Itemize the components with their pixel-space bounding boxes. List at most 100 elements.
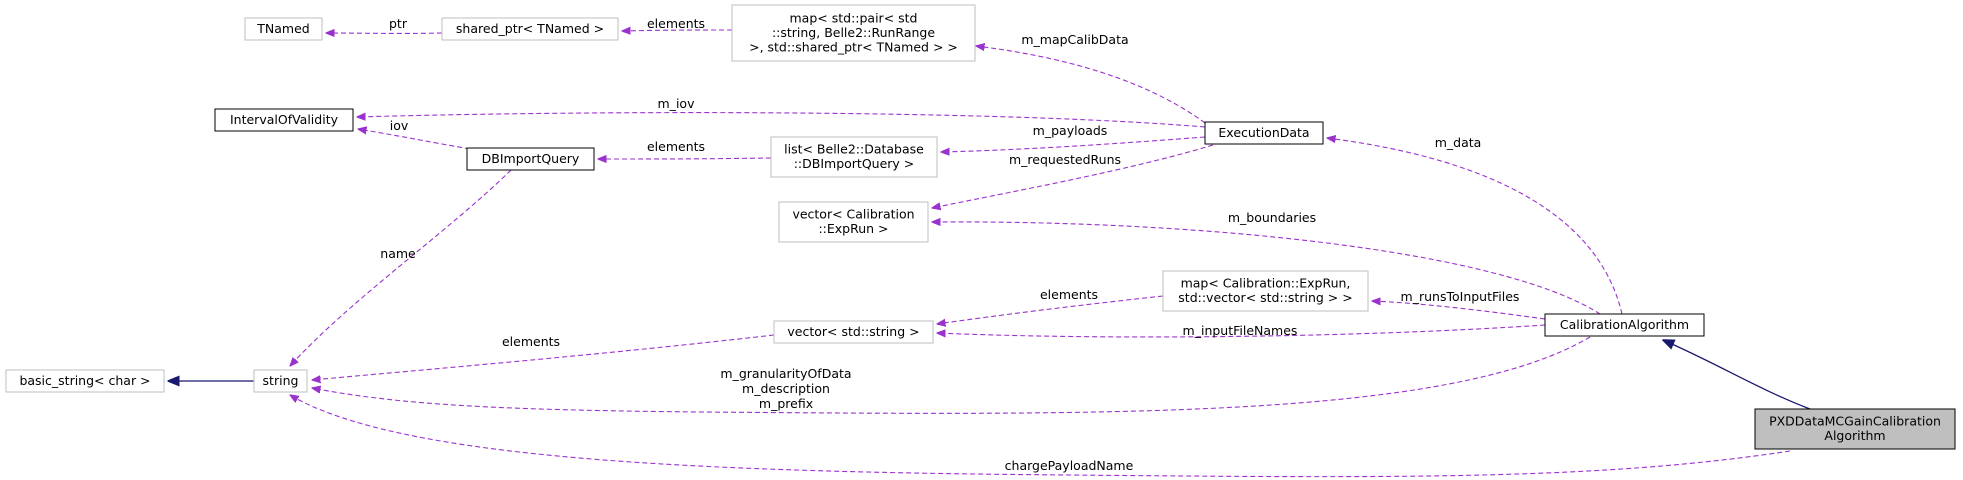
usage-arrow — [290, 395, 1791, 478]
edge-label: elements — [647, 16, 705, 31]
usage-arrow — [932, 222, 1601, 315]
node-label: map< std::pair< std — [790, 10, 918, 25]
inheritance-arrow — [1663, 340, 1811, 410]
node-label: ::string, Belle2::RunRange — [772, 25, 935, 40]
edge-label: m_mapCalibData — [1021, 32, 1128, 47]
usage-arrow — [312, 334, 775, 380]
node-label: ExecutionData — [1218, 125, 1309, 140]
node-iov[interactable]: IntervalOfValidity — [214, 108, 354, 132]
node-label: vector< Calibration — [792, 207, 914, 222]
edge-label: m_boundaries — [1228, 210, 1316, 225]
node-label: shared_ptr< TNamed > — [456, 21, 604, 36]
edge-pxd-to-calibalg — [1663, 340, 1811, 410]
edge-calibalg-to-map_runs: m_runsToInputFiles — [1372, 289, 1546, 320]
edge-label: m_iov — [658, 96, 696, 111]
usage-arrow — [312, 336, 1591, 414]
node-box — [5, 369, 165, 393]
edge-label: elements — [502, 334, 560, 349]
edge-execdata-to-map_calib: m_mapCalibData — [976, 32, 1206, 124]
node-label: Algorithm — [1824, 428, 1885, 443]
node-box — [773, 320, 934, 344]
edge-calibalg-to-execdata: m_data — [1327, 135, 1623, 315]
edge-calibalg-to-vec_string: m_inputFileNames — [937, 323, 1546, 338]
node-map_runs[interactable]: map< Calibration::ExpRun, std::vector< s… — [1162, 270, 1369, 312]
node-box — [214, 108, 354, 132]
edge-label: m_runsToInputFiles — [1401, 289, 1520, 304]
edge-label: m_inputFileNames — [1183, 323, 1298, 338]
node-label: std::vector< std::string > > — [1178, 290, 1352, 305]
edge-pxd-to-string: chargePayloadName — [290, 395, 1791, 478]
node-box — [770, 136, 938, 178]
edge-label: iov — [390, 118, 409, 133]
usage-arrow — [290, 169, 512, 366]
node-vec_exprun[interactable]: vector< Calibration::ExpRun > — [778, 201, 929, 243]
usage-arrow — [941, 136, 1206, 152]
edge-label: name — [380, 246, 416, 261]
edge-map_calib-to-shared_ptr: elements — [622, 16, 733, 31]
node-box — [778, 201, 929, 243]
edge-dbimport-to-string: name — [290, 169, 512, 366]
edge-map_runs-to-vec_string: elements — [937, 287, 1164, 324]
edge-shared_ptr-to-tnamed: ptr — [326, 16, 443, 33]
node-label: >, std::shared_ptr< TNamed > > — [749, 39, 958, 54]
usage-arrow — [1327, 138, 1623, 315]
edge-label: m_granularityOfData — [720, 366, 851, 381]
node-label: PXDDataMCGainCalibration — [1769, 414, 1941, 429]
nodes-layer: TNamed shared_ptr< TNamed > map< std::pair… — [5, 4, 1956, 450]
node-execdata[interactable]: ExecutionData — [1204, 121, 1324, 145]
node-box — [1162, 270, 1369, 312]
node-box — [731, 4, 976, 62]
node-tnamed[interactable]: TNamed — [244, 17, 323, 41]
node-label: list< Belle2::Database — [784, 142, 924, 157]
node-box — [466, 147, 595, 171]
usage-arrow — [976, 46, 1206, 124]
node-label: vector< std::string > — [787, 324, 919, 339]
node-box — [1204, 121, 1324, 145]
edge-label: elements — [647, 139, 705, 154]
node-list_db[interactable]: list< Belle2::Database::DBImportQuery > — [770, 136, 938, 178]
node-shared_ptr[interactable]: shared_ptr< TNamed > — [441, 17, 619, 41]
node-basic_string[interactable]: basic_string< char > — [5, 369, 165, 393]
usage-arrow — [598, 158, 772, 159]
edge-label: elements — [1040, 287, 1098, 302]
edge-execdata-to-list_db: m_payloads — [941, 123, 1206, 152]
edge-vec_string-to-string: elements — [312, 334, 775, 380]
node-label: DBImportQuery — [482, 151, 580, 166]
edge-execdata-to-iov: m_iov — [357, 96, 1206, 128]
edge-label: m_prefix — [759, 396, 813, 411]
node-box — [1544, 313, 1705, 337]
node-label: ::ExpRun > — [818, 221, 888, 236]
usage-arrow — [937, 324, 1546, 337]
edge-list_db-to-dbimport: elements — [598, 139, 772, 159]
node-box — [1754, 408, 1956, 450]
node-label: basic_string< char > — [19, 373, 150, 388]
usage-arrow — [357, 112, 1206, 128]
node-dbimport[interactable]: DBImportQuery — [466, 147, 595, 171]
node-calibalg[interactable]: CalibrationAlgorithm — [1544, 313, 1705, 337]
edge-label: m_data — [1435, 135, 1482, 150]
edge-label: m_description — [742, 381, 830, 396]
usage-arrow — [358, 129, 471, 150]
node-label: TNamed — [256, 21, 309, 36]
node-map_calib[interactable]: map< std::pair< std::string, Belle2::Run… — [731, 4, 976, 62]
usage-arrow — [932, 144, 1214, 208]
node-label: CalibrationAlgorithm — [1560, 317, 1689, 332]
edge-calibalg-to-vec_exprun: m_boundaries — [932, 210, 1601, 315]
node-label: map< Calibration::ExpRun, — [1181, 276, 1351, 291]
edge-label: m_payloads — [1033, 123, 1108, 138]
node-box — [441, 17, 619, 41]
usage-arrow — [622, 30, 733, 31]
node-string[interactable]: string — [253, 369, 308, 393]
edge-dbimport-to-iov: iov — [358, 118, 471, 150]
edge-execdata-to-vec_exprun: m_requestedRuns — [932, 144, 1214, 208]
node-box — [244, 17, 323, 41]
edge-label: ptr — [389, 16, 408, 31]
node-vec_string[interactable]: vector< std::string > — [773, 320, 934, 344]
node-box — [253, 369, 308, 393]
node-label: IntervalOfValidity — [230, 112, 339, 127]
edge-label: m_requestedRuns — [1009, 152, 1121, 167]
